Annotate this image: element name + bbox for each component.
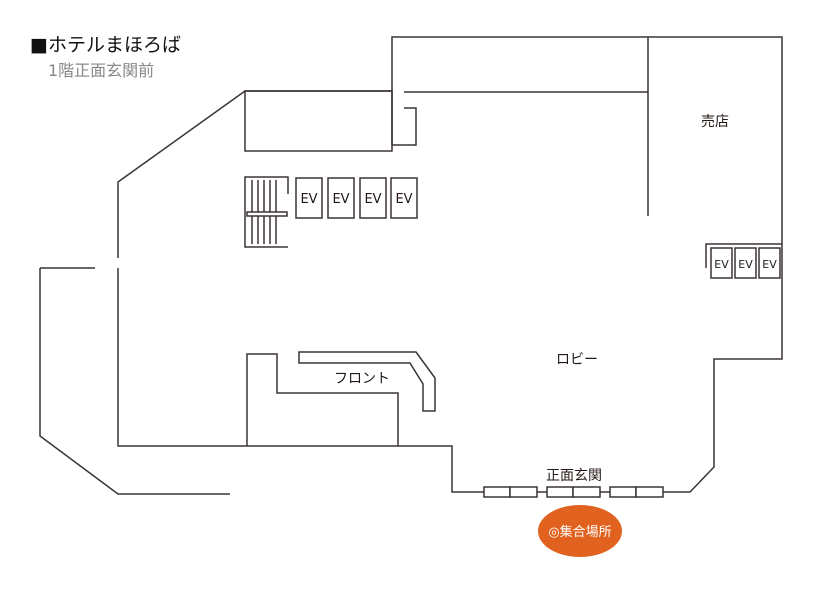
elevator-label: EV — [332, 192, 349, 207]
walls — [39, 36, 783, 498]
hotel-title: ■ホテルまほろば — [30, 34, 181, 56]
meeting-point-marker: ◎集合場所 — [538, 505, 622, 557]
elevator-bank-left: EV EV EV EV — [295, 177, 418, 219]
elevator-label: EV — [714, 258, 729, 271]
floor-subtitle: 1階正面玄関前 — [48, 61, 155, 80]
elevator-label: EV — [738, 258, 753, 271]
elevator-bank-right: EV EV EV — [710, 247, 781, 279]
meeting-point-label: ◎集合場所 — [548, 524, 611, 540]
main-entrance-label: 正面玄関 — [546, 467, 602, 484]
elevator-label: EV — [364, 192, 381, 207]
elevator-label: EV — [762, 258, 777, 271]
elevator-label: EV — [300, 192, 317, 207]
front-desk-label: フロント — [334, 371, 390, 387]
shop-label: 売店 — [701, 114, 729, 130]
elevator-label: EV — [395, 192, 412, 207]
lobby-label: ロビー — [556, 352, 598, 368]
